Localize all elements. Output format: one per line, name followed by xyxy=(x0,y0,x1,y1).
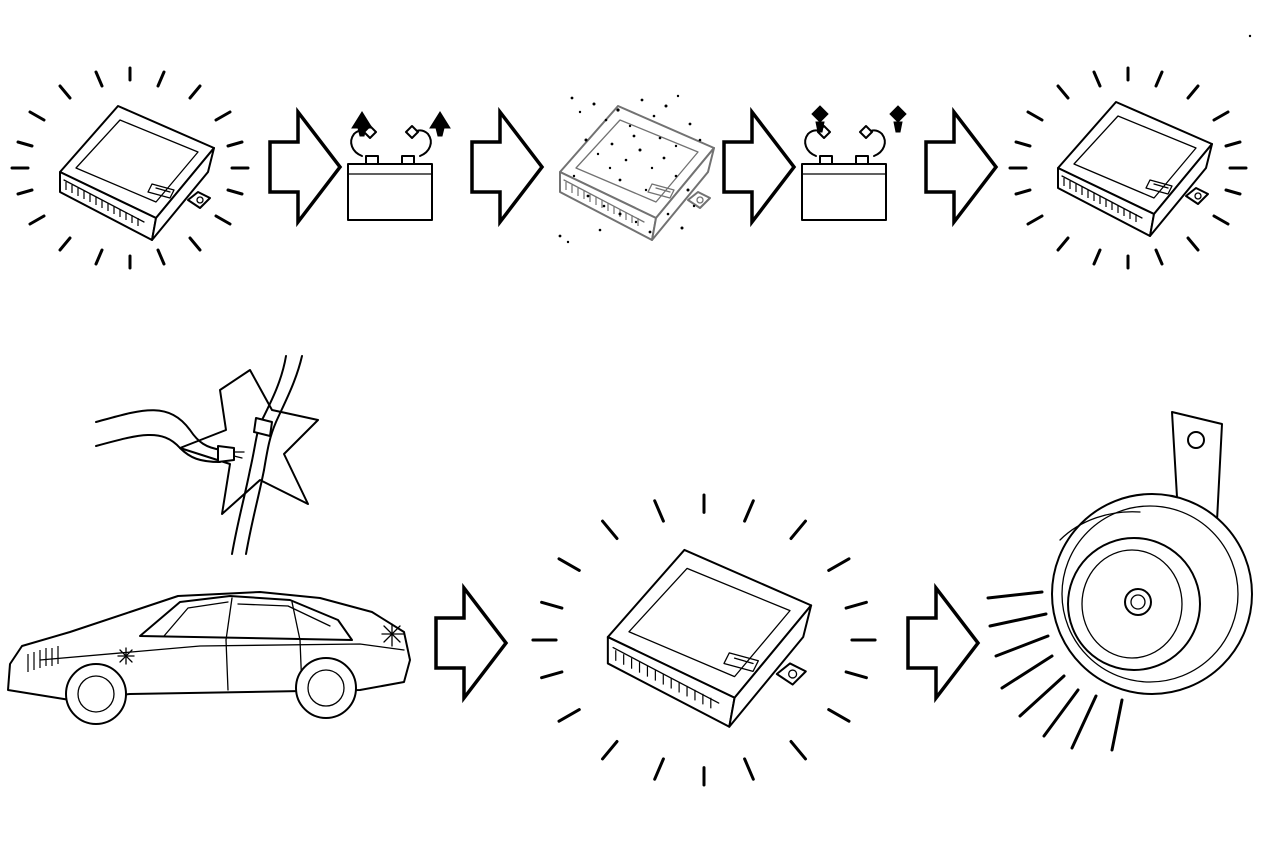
arrow-right-icon xyxy=(434,586,508,700)
flow-arrow-2 xyxy=(470,110,544,224)
flow-arrow-3 xyxy=(722,110,796,224)
terminal-clamp-icon xyxy=(352,112,372,128)
arrow-right-icon xyxy=(722,110,796,224)
flow-arrow-1 xyxy=(268,110,342,224)
battery-disconnected xyxy=(347,112,450,221)
control-unit-icon xyxy=(1057,101,1213,237)
battery-icon xyxy=(801,125,887,221)
arrow-right-icon xyxy=(268,110,342,224)
arrow-right-icon xyxy=(906,586,980,700)
cut-wire-spark xyxy=(96,356,319,554)
terminal-clamp-icon xyxy=(812,106,828,122)
control-unit-icon xyxy=(59,105,215,241)
sound-wave-lines xyxy=(988,592,1122,750)
control-unit-active-center xyxy=(533,495,875,785)
alarm-light-flash xyxy=(118,624,404,664)
alarm-horn-sounding xyxy=(988,412,1252,750)
control-unit-active-right xyxy=(1008,66,1248,270)
car-icon xyxy=(8,592,410,724)
arrow-right-icon xyxy=(470,110,544,224)
battery-reconnected xyxy=(801,106,906,221)
horn-icon xyxy=(1052,494,1252,694)
arrow-right-icon xyxy=(924,110,998,224)
control-unit-active-left xyxy=(10,66,250,270)
battery-icon xyxy=(347,125,433,221)
flow-arrow-5 xyxy=(434,586,508,700)
control-unit-cleared xyxy=(558,94,715,244)
corner-dot xyxy=(1248,34,1252,38)
control-unit-icon xyxy=(606,548,813,729)
terminal-clamp-icon xyxy=(430,112,450,128)
control-unit-icon xyxy=(559,105,715,241)
flow-arrow-6 xyxy=(906,586,980,700)
flow-arrow-4 xyxy=(924,110,998,224)
terminal-clamp-icon xyxy=(890,106,906,122)
